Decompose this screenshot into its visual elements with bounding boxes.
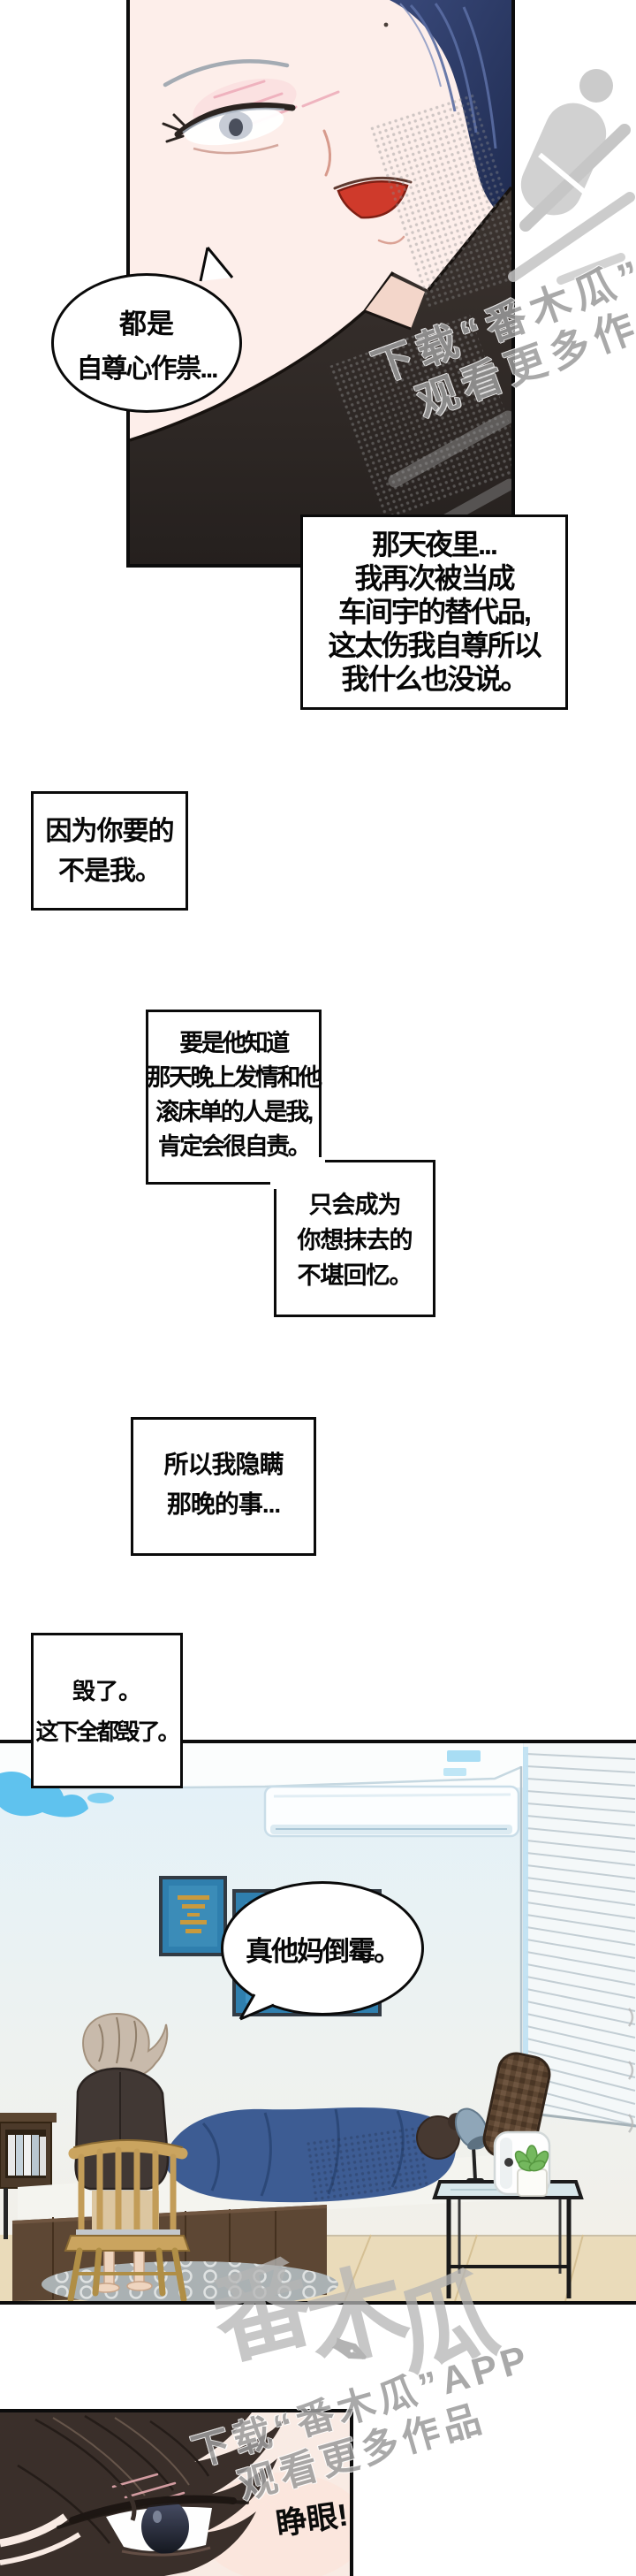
narration-box-ruined: 毁了。 这下全都毁了。 — [31, 1633, 183, 1788]
speech-bubble-damn: 真他妈倒霉。 — [221, 1881, 424, 2016]
bubble1-line2: 自尊心作祟... — [76, 354, 218, 384]
narration-line: 那天夜里... — [372, 529, 498, 560]
narration-line: 我什么也没说。 — [341, 663, 528, 695]
bubble2-tail — [238, 1993, 275, 2021]
bubble2-text: 真他妈倒霉。 — [246, 1935, 401, 1967]
narration-line: 因为你要的 — [45, 817, 175, 846]
narration-line: 这太伤我自尊所以 — [328, 629, 541, 661]
narration-line: 你想抹去的 — [297, 1227, 413, 1254]
narration-line: 那晚的事... — [166, 1490, 281, 1518]
narration-line: 不是我。 — [58, 857, 162, 886]
narration-box-if-he-knew: 要是他知道 那天晚上发情和他 滚床单的人是我, 肯定会很自责。 — [146, 1010, 322, 1185]
narration-line: 不堪回忆。 — [297, 1262, 413, 1289]
narration-box-i-hid-it: 所以我隐瞒 那晚的事... — [131, 1417, 316, 1556]
narration-line: 我再次被当成 — [354, 562, 515, 594]
narration-box-not-me: 因为你要的 不是我。 — [31, 791, 188, 911]
panel-bedroom — [0, 1740, 636, 2305]
narration-line: 肯定会很自责。 — [157, 1133, 312, 1160]
bedroom-art — [0, 1743, 636, 2301]
bubble1-line1: 都是 — [119, 308, 174, 339]
narration-line: 毁了。 — [72, 1678, 141, 1704]
speech-bubble-pride: 都是 自尊心作祟... — [51, 273, 242, 413]
narration-box-that-night: 那天夜里... 我再次被当成 车间宇的替代品, 这太伤我自尊所以 我什么也没说。 — [300, 514, 568, 710]
narration-line: 那天晚上发情和他 — [147, 1064, 323, 1091]
narration-line: 车间宇的替代品, — [338, 596, 532, 628]
narration-line: 要是他知道 — [179, 1030, 290, 1056]
narration-line: 这下全都毁了。 — [35, 1719, 180, 1745]
narration-line: 滚床单的人是我, — [155, 1099, 314, 1125]
panel-eye-closeup — [0, 2409, 353, 2576]
narration-line: 只会成为 — [308, 1192, 402, 1218]
bubble1-tail — [199, 247, 234, 282]
narration-line: 所以我隐瞒 — [163, 1451, 284, 1478]
box-union-patch — [270, 1157, 325, 1189]
eye-closeup-art — [0, 2412, 350, 2576]
papaya-logo-icon — [508, 69, 635, 285]
